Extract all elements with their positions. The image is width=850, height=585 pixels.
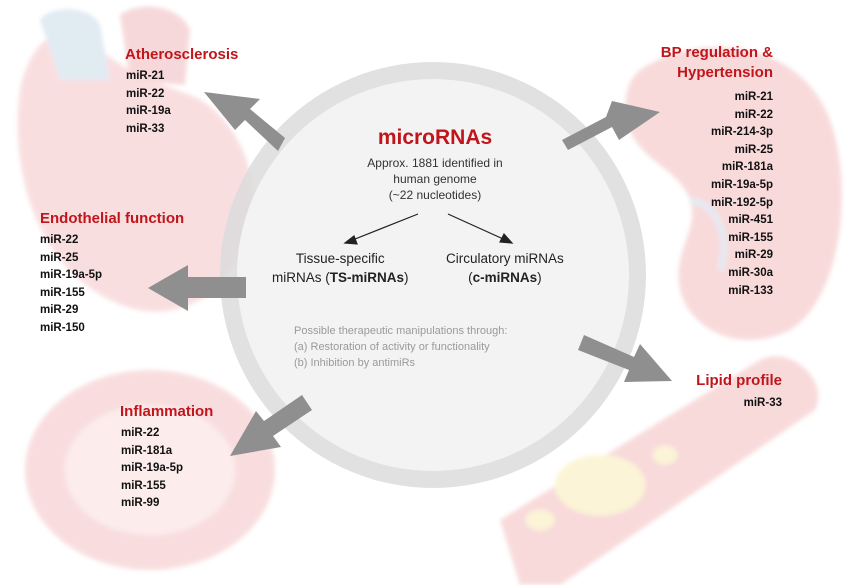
mir-item: miR-19a-5p <box>121 462 183 475</box>
mir-item: miR-25 <box>734 143 773 156</box>
mir-item: miR-133 <box>728 284 773 297</box>
arrow-to-endothelial <box>148 265 246 311</box>
branch-line: Circulatory miRNAs <box>446 251 564 266</box>
bp-title-line: Hypertension <box>677 64 773 81</box>
therapy-heading: Possible therapeutic manipulations throu… <box>294 325 508 337</box>
c-mirnas-label: c-miRNAs <box>472 270 538 285</box>
blood-cell-illustration <box>25 370 275 570</box>
branch-line: Tissue-specific <box>295 251 385 266</box>
mir-item: miR-22 <box>40 234 79 246</box>
branch-text: ) <box>404 270 409 285</box>
heart-illustration <box>17 6 254 312</box>
endothelial-mir-list: miR-22 miR-25 miR-19a-5p miR-155 miR-29 … <box>40 232 102 338</box>
mir-item: miR-30a <box>728 266 773 279</box>
bp-mir-list: miR-21 miR-22 miR-214-3p miR-25 miR-181a… <box>711 89 773 300</box>
arrow-to-lipid <box>578 335 672 382</box>
endothelial-title: Endothelial function <box>40 210 185 227</box>
bp-title-line: BP regulation & <box>660 44 773 61</box>
mir-item: miR-181a <box>721 161 773 174</box>
inner-circle <box>237 79 629 471</box>
kidney-illustration <box>625 47 842 341</box>
mir-item: miR-33 <box>743 397 782 409</box>
mir-item: miR-19a <box>126 105 171 118</box>
branch-line: (c-miRNAs) <box>446 268 564 287</box>
arrow-to-bp <box>562 101 660 150</box>
circulatory-branch: Circulatory miRNAs (c-miRNAs) <box>446 249 564 287</box>
mir-item: miR-155 <box>121 479 166 492</box>
subtitle-line: Approx. 1881 identified in <box>367 156 503 170</box>
mir-item: miR-181a <box>121 444 173 457</box>
arrow-to-atherosclerosis <box>204 92 285 151</box>
mir-item: miR-99 <box>121 497 160 510</box>
mir-item: miR-21 <box>734 91 773 103</box>
center-subtitle: Approx. 1881 identified in human genome … <box>345 155 525 203</box>
subtitle-line: (~22 nucleotides) <box>388 188 482 202</box>
arrows <box>148 92 672 456</box>
mir-item: miR-22 <box>126 87 165 100</box>
branch-text: ( <box>468 270 473 285</box>
bp-title: BP regulation & Hypertension <box>661 44 773 81</box>
arrow-to-inflammation <box>230 395 312 456</box>
artery-illustration <box>500 356 819 585</box>
mir-item: miR-19a-5p <box>711 178 773 191</box>
inflammation-mir-list: miR-22 miR-181a miR-19a-5p miR-155 miR-9… <box>121 425 183 513</box>
branch-connectors <box>343 213 514 245</box>
mir-item: miR-214-3p <box>711 126 773 139</box>
mir-item: miR-25 <box>40 251 79 264</box>
mir-item: miR-22 <box>734 108 773 121</box>
subtitle-line: human genome <box>393 172 477 186</box>
tissue-specific-branch: Tissue-specific miRNAs (TS-miRNAs) <box>272 249 409 287</box>
mir-item: miR-21 <box>126 70 165 82</box>
branch-text: ) <box>537 270 542 285</box>
lipid-mir-list: miR-33 <box>744 395 782 413</box>
mir-item: miR-29 <box>734 249 773 262</box>
mir-item: miR-150 <box>40 321 85 334</box>
atherosclerosis-mir-list: miR-21 miR-22 miR-19a miR-33 <box>126 68 171 138</box>
therapy-item: (b) Inhibition by antimiRs <box>294 357 416 369</box>
inflammation-title: Inflammation <box>120 403 214 420</box>
mir-item: miR-22 <box>121 427 160 439</box>
therapy-note: Possible therapeutic manipulations throu… <box>294 323 507 371</box>
center-title: microRNAs <box>377 126 493 149</box>
mir-item: miR-29 <box>40 304 79 317</box>
mir-item: miR-19a-5p <box>40 269 102 282</box>
branch-text: miRNAs ( <box>272 270 330 285</box>
mir-item: miR-33 <box>126 122 165 135</box>
lipid-title: Lipid profile <box>696 372 782 389</box>
atherosclerosis-title: Atherosclerosis <box>125 46 239 63</box>
therapy-item: (a) Restoration of activity or functiona… <box>294 341 490 353</box>
mir-item: miR-155 <box>40 286 85 299</box>
mir-item: miR-192-5p <box>711 196 773 209</box>
branch-line: miRNAs (TS-miRNAs) <box>272 268 409 287</box>
mir-item: miR-451 <box>728 214 773 227</box>
ts-mirnas-label: TS-miRNAs <box>329 270 405 285</box>
mir-item: miR-155 <box>728 231 773 244</box>
